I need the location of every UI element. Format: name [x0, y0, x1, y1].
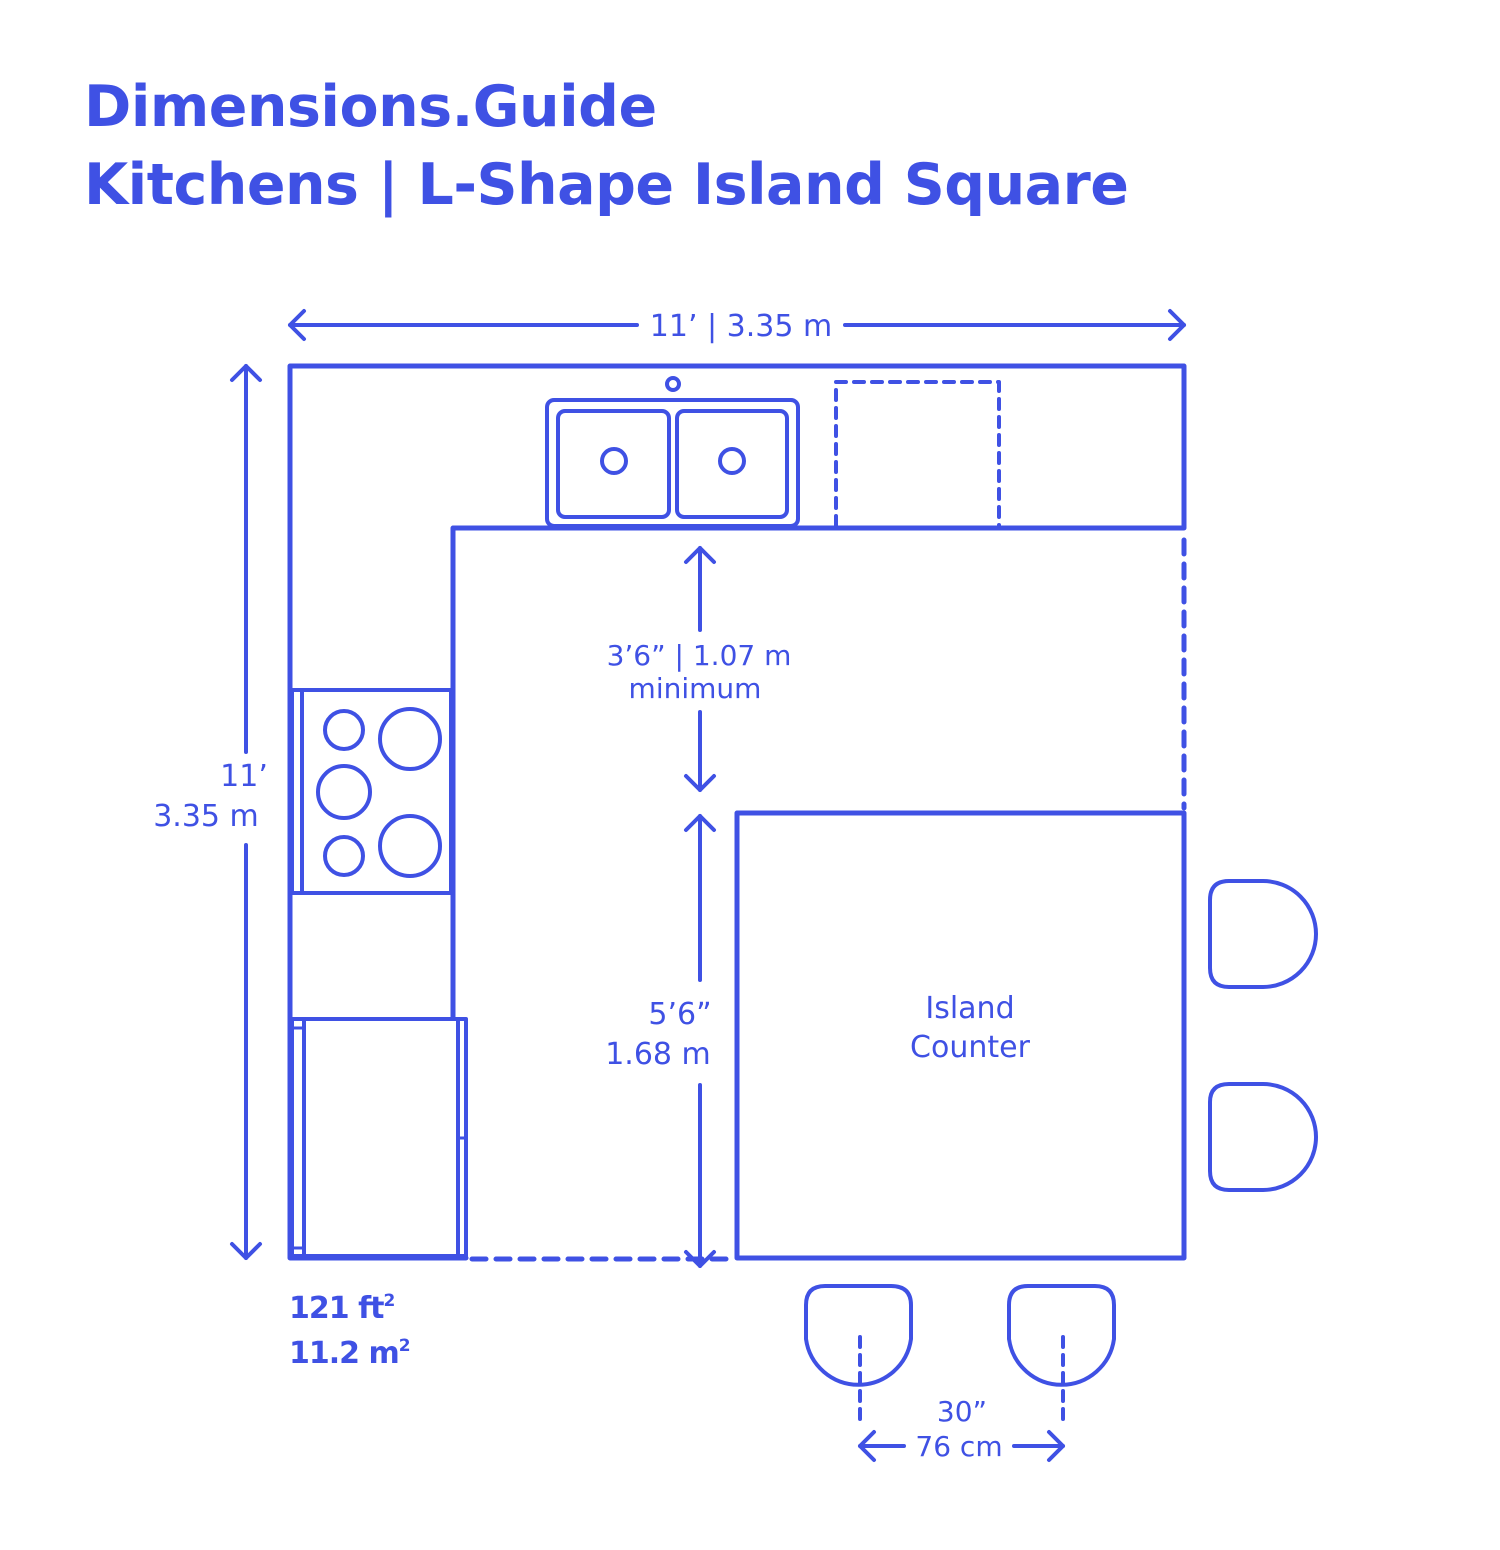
- area-ft-label: 121 ft2: [289, 1291, 394, 1326]
- dishwasher: [834, 380, 1001, 528]
- height-ft-label: 11’: [220, 759, 268, 794]
- height-m-label: 3.35 m: [153, 799, 259, 834]
- dim-stool-spacing: [858, 1430, 1065, 1462]
- island-counter: [734, 810, 1187, 1261]
- cooktop: [290, 688, 453, 895]
- stool-right-2: [1208, 1082, 1318, 1192]
- stool-spacing-cm-label: 76 cm: [915, 1430, 1002, 1463]
- dim-width: [288, 309, 1186, 341]
- clearance-label: 3’6” | 1.07 m: [607, 639, 792, 672]
- island-depth-ft-label: 5’6”: [648, 997, 711, 1032]
- brand-title: Dimensions.Guide: [84, 74, 657, 140]
- refrigerator: [290, 1017, 468, 1258]
- dim-height: [230, 364, 262, 1260]
- dim-island-depth: [684, 814, 716, 1268]
- stool-right-1: [1208, 879, 1318, 989]
- island-label-line2: Counter: [910, 1030, 1031, 1065]
- stool-spacing-in-label: 30”: [937, 1395, 987, 1428]
- area-m-label: 11.2 m2: [289, 1336, 410, 1371]
- island-depth-m-label: 1.68 m: [605, 1037, 711, 1072]
- double-sink: [545, 376, 800, 528]
- stool-bottom-2: [1007, 1284, 1116, 1387]
- island-label-line1: Island: [925, 991, 1014, 1026]
- dim-clearance: [684, 546, 716, 792]
- stool-bottom-1: [804, 1284, 913, 1387]
- width-label: 11’ | 3.35 m: [650, 309, 832, 344]
- clearance-note: minimum: [629, 672, 762, 705]
- page-subtitle: Kitchens | L-Shape Island Square: [84, 152, 1129, 218]
